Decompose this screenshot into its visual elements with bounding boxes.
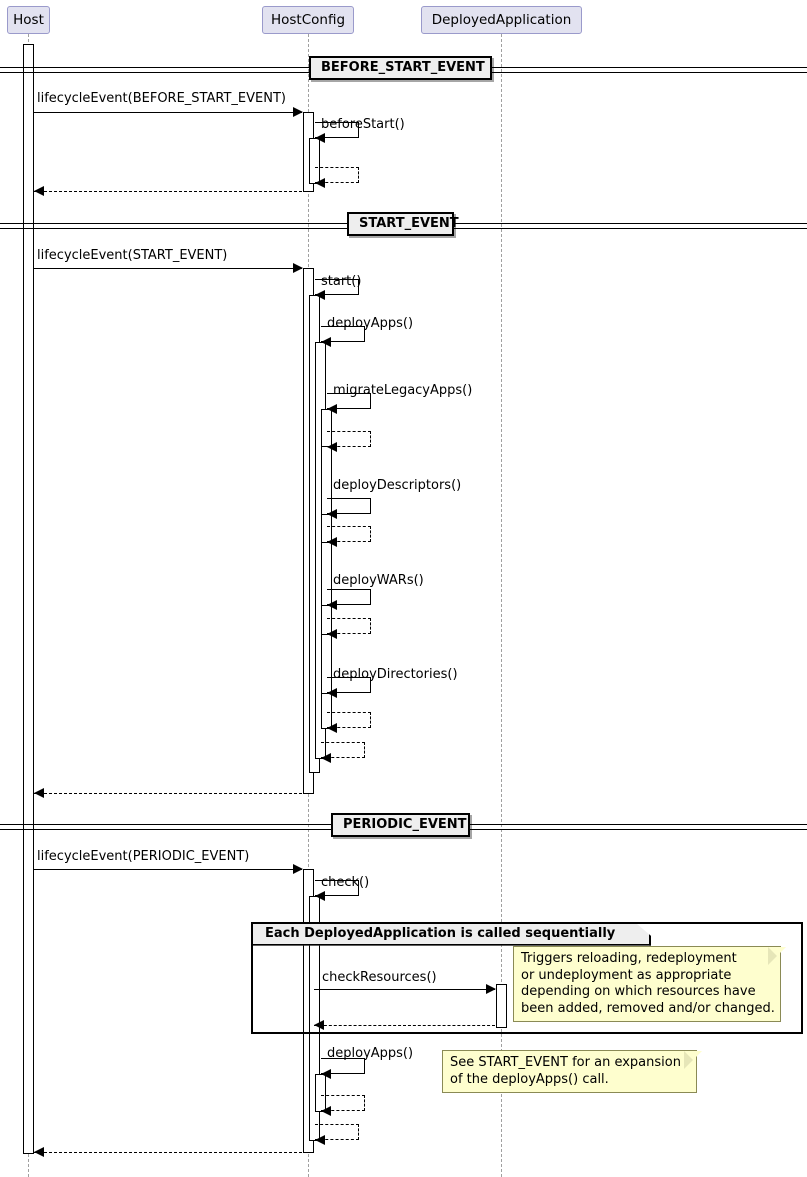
message-label-m20: checkResources() — [322, 970, 437, 985]
message-label-m18: lifecycleEvent(PERIODIC_EVENT) — [37, 849, 250, 864]
self-arrowhead-m14 — [327, 688, 337, 698]
self-arrowhead-m6 — [315, 290, 325, 300]
note-fold-note-deployapps — [684, 1051, 702, 1069]
message-arrowhead-m5 — [293, 263, 303, 273]
self-message-m23 — [321, 1095, 365, 1111]
self-message-m14 — [327, 677, 371, 693]
self-message-m7 — [321, 326, 365, 342]
self-message-m22 — [321, 1058, 365, 1074]
message-line-m25 — [34, 1152, 302, 1153]
message-arrowhead-m25 — [34, 1147, 44, 1157]
self-message-m15 — [327, 712, 371, 728]
note-fold-note-checkresources — [768, 947, 786, 965]
activation-host — [23, 44, 34, 1154]
self-message-m9 — [327, 431, 371, 447]
self-arrowhead-m12 — [327, 600, 337, 610]
group-each-deployed-app — [251, 922, 803, 1034]
message-line-m20 — [314, 989, 495, 990]
activation-config-deployapps2 — [315, 1074, 326, 1112]
message-arrowhead-m17 — [34, 788, 44, 798]
self-arrowhead-m9 — [327, 442, 337, 452]
self-arrowhead-m2 — [315, 133, 325, 143]
self-arrowhead-m19 — [315, 891, 325, 901]
activation-app-checkresources — [496, 984, 507, 1028]
self-arrowhead-m16 — [321, 753, 331, 763]
self-arrowhead-m8 — [327, 404, 337, 414]
message-label-m7: deployApps() — [327, 316, 414, 331]
activation-config-directories — [321, 693, 332, 729]
participant-host[interactable]: Host — [7, 6, 50, 34]
activation-config-beforestart-self — [309, 138, 320, 184]
divider-label-periodic: PERIODIC_EVENT — [331, 813, 470, 838]
lifeline-app — [501, 34, 502, 1177]
self-arrowhead-m23 — [321, 1106, 331, 1116]
message-label-m10: deployDescriptors() — [333, 478, 462, 493]
activation-config-descriptors — [321, 514, 332, 543]
message-line-m21 — [314, 1025, 495, 1026]
message-line-m4 — [34, 191, 302, 192]
message-label-m8: migrateLegacyApps() — [333, 383, 473, 398]
participant-app[interactable]: DeployedApplication — [421, 6, 582, 34]
message-line-m17 — [34, 793, 302, 794]
activation-config-migrate — [321, 409, 332, 447]
self-message-m24 — [315, 1124, 359, 1140]
message-arrowhead-m20 — [486, 984, 496, 994]
message-line-m1 — [34, 112, 302, 113]
message-label-m1: lifecycleEvent(BEFORE_START_EVENT) — [37, 91, 286, 106]
message-arrowhead-m4 — [34, 186, 44, 196]
message-arrowhead-m18 — [293, 864, 303, 874]
self-message-m8 — [327, 393, 371, 409]
self-arrowhead-m11 — [327, 537, 337, 547]
self-message-m6 — [315, 279, 359, 295]
message-line-m5 — [34, 268, 302, 269]
message-label-m12: deployWARs() — [333, 573, 424, 588]
message-label-m2: beforeStart() — [321, 117, 405, 132]
message-label-m22: deployApps() — [327, 1046, 414, 1061]
self-message-m19 — [315, 880, 359, 896]
self-arrowhead-m13 — [327, 629, 337, 639]
message-label-m6: start() — [321, 274, 362, 289]
self-arrowhead-m15 — [327, 723, 337, 733]
self-message-m13 — [327, 618, 371, 634]
divider-label-before-start: BEFORE_START_EVENT — [309, 56, 492, 81]
message-arrowhead-m1 — [293, 107, 303, 117]
message-label-m14: deployDirectories() — [333, 667, 458, 682]
self-arrowhead-m10 — [327, 509, 337, 519]
self-arrowhead-m22 — [321, 1069, 331, 1079]
note-note-checkresources: Triggers reloading, redeployment or unde… — [513, 946, 781, 1022]
self-message-m3 — [315, 167, 359, 183]
activation-config-wars — [321, 605, 332, 635]
self-message-m11 — [327, 526, 371, 542]
self-message-m10 — [327, 498, 371, 514]
self-message-m16 — [321, 742, 365, 758]
self-message-m12 — [327, 589, 371, 605]
self-arrowhead-m7 — [321, 337, 331, 347]
message-arrowhead-m21 — [314, 1020, 324, 1030]
self-arrowhead-m24 — [315, 1135, 325, 1145]
message-label-m19: check() — [321, 875, 370, 890]
activation-config-check-self — [309, 896, 320, 1141]
note-note-deployapps: See START_EVENT for an expansion of the … — [442, 1050, 697, 1093]
self-arrowhead-m3 — [315, 178, 325, 188]
message-line-m18 — [34, 869, 302, 870]
participant-config[interactable]: HostConfig — [262, 6, 354, 34]
self-message-m2 — [315, 122, 359, 138]
group-header-each-deployed-app: Each DeployedApplication is called seque… — [253, 924, 651, 946]
divider-label-start: START_EVENT — [347, 212, 459, 237]
message-label-m5: lifecycleEvent(START_EVENT) — [37, 248, 228, 263]
